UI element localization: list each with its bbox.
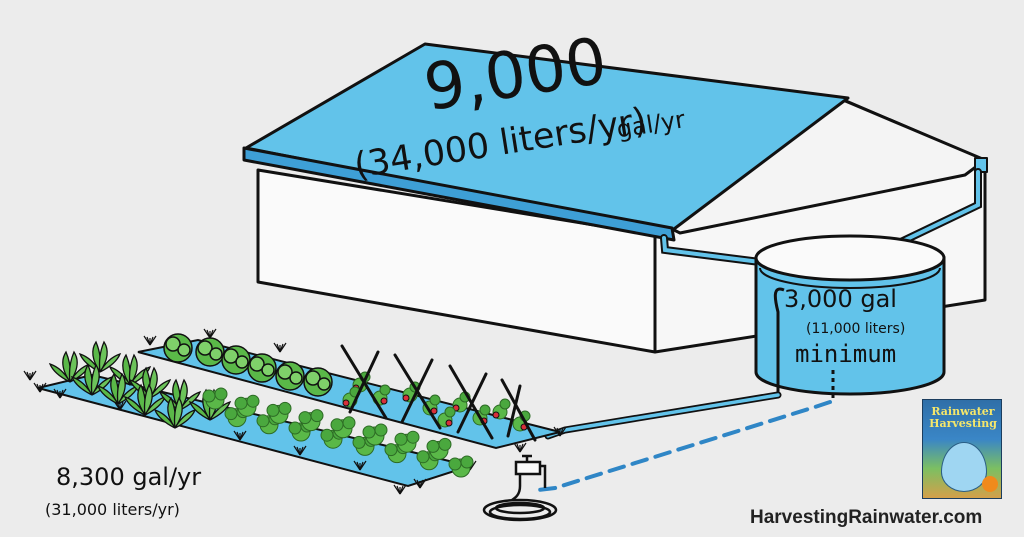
leafy-plant [123, 383, 167, 416]
grass-tuft [23, 370, 37, 381]
grass-tuft [353, 460, 367, 471]
trellis-stake [500, 378, 537, 442]
lettuce-plant [221, 345, 251, 375]
bush-plant [234, 394, 260, 417]
garden [23, 328, 567, 495]
hose-coil-3 [494, 501, 546, 515]
lettuce-plant [275, 361, 305, 391]
badge-icon [982, 476, 998, 492]
garden-demand-liters: (31,000 liters/yr) [45, 500, 180, 519]
water-tank [754, 234, 946, 398]
grass-tuft [33, 382, 47, 393]
bush-plant [426, 437, 452, 460]
tomato-plant [492, 398, 511, 420]
bush-plant [362, 423, 388, 446]
hose-coil-2 [488, 503, 552, 521]
tomato-plant [437, 406, 456, 428]
grass-tuft [293, 445, 307, 456]
faucet-riser [540, 464, 547, 488]
trellis [340, 344, 537, 442]
leafy-plant [70, 363, 114, 396]
book-cover[interactable]: Rainwater Harvesting [922, 399, 1002, 499]
grass-tuft [203, 328, 217, 339]
bush-plant [448, 455, 474, 478]
hose-lead [511, 485, 522, 502]
lettuce-plant [163, 333, 193, 363]
trellis-stake [456, 372, 488, 434]
trellis-stake [506, 384, 522, 438]
grass-tuft [553, 426, 567, 437]
grass-tuft [413, 478, 427, 489]
grass-tuft [53, 388, 67, 399]
website-link[interactable]: HarvestingRainwater.com [750, 507, 983, 528]
bush-plant [202, 387, 228, 410]
grass-tuft [233, 430, 247, 441]
tank-capacity: 3,000 gal [784, 285, 897, 313]
leafy-plant [128, 366, 172, 399]
book-title: Rainwater Harvesting [929, 405, 997, 430]
tomato-plant [472, 404, 491, 426]
lettuce-plant [195, 337, 225, 367]
grass-tuft [273, 342, 287, 353]
garden-demand: 8,300 gal/yr [56, 463, 202, 491]
lettuce-plant [247, 353, 277, 383]
lettuce-plant [303, 367, 333, 397]
bush-plant [298, 409, 324, 432]
buried-line [536, 400, 832, 492]
grass-tuft [143, 335, 157, 346]
faucet-body [514, 460, 542, 476]
grass-tuft [393, 484, 407, 495]
tank-minimum-label: minimum [795, 340, 897, 368]
downspout-left [662, 236, 762, 264]
bush-plant [266, 401, 292, 424]
tank-capacity-liters: (11,000 liters) [806, 321, 906, 337]
bush-plant [394, 430, 420, 453]
gable-edge [844, 99, 986, 161]
leafy-plant [96, 372, 140, 405]
front-gutter [242, 146, 676, 242]
tank-water-line [759, 267, 941, 289]
trellis-stake [400, 358, 434, 424]
tank-body [754, 256, 946, 396]
bush-plant [330, 416, 356, 439]
trellis-stake [348, 350, 380, 414]
grass-tuft [513, 442, 527, 453]
water-drop-icon [941, 442, 987, 492]
tank-top [754, 234, 946, 282]
tank-outlet-pipe [773, 287, 785, 395]
faucet [482, 454, 558, 522]
